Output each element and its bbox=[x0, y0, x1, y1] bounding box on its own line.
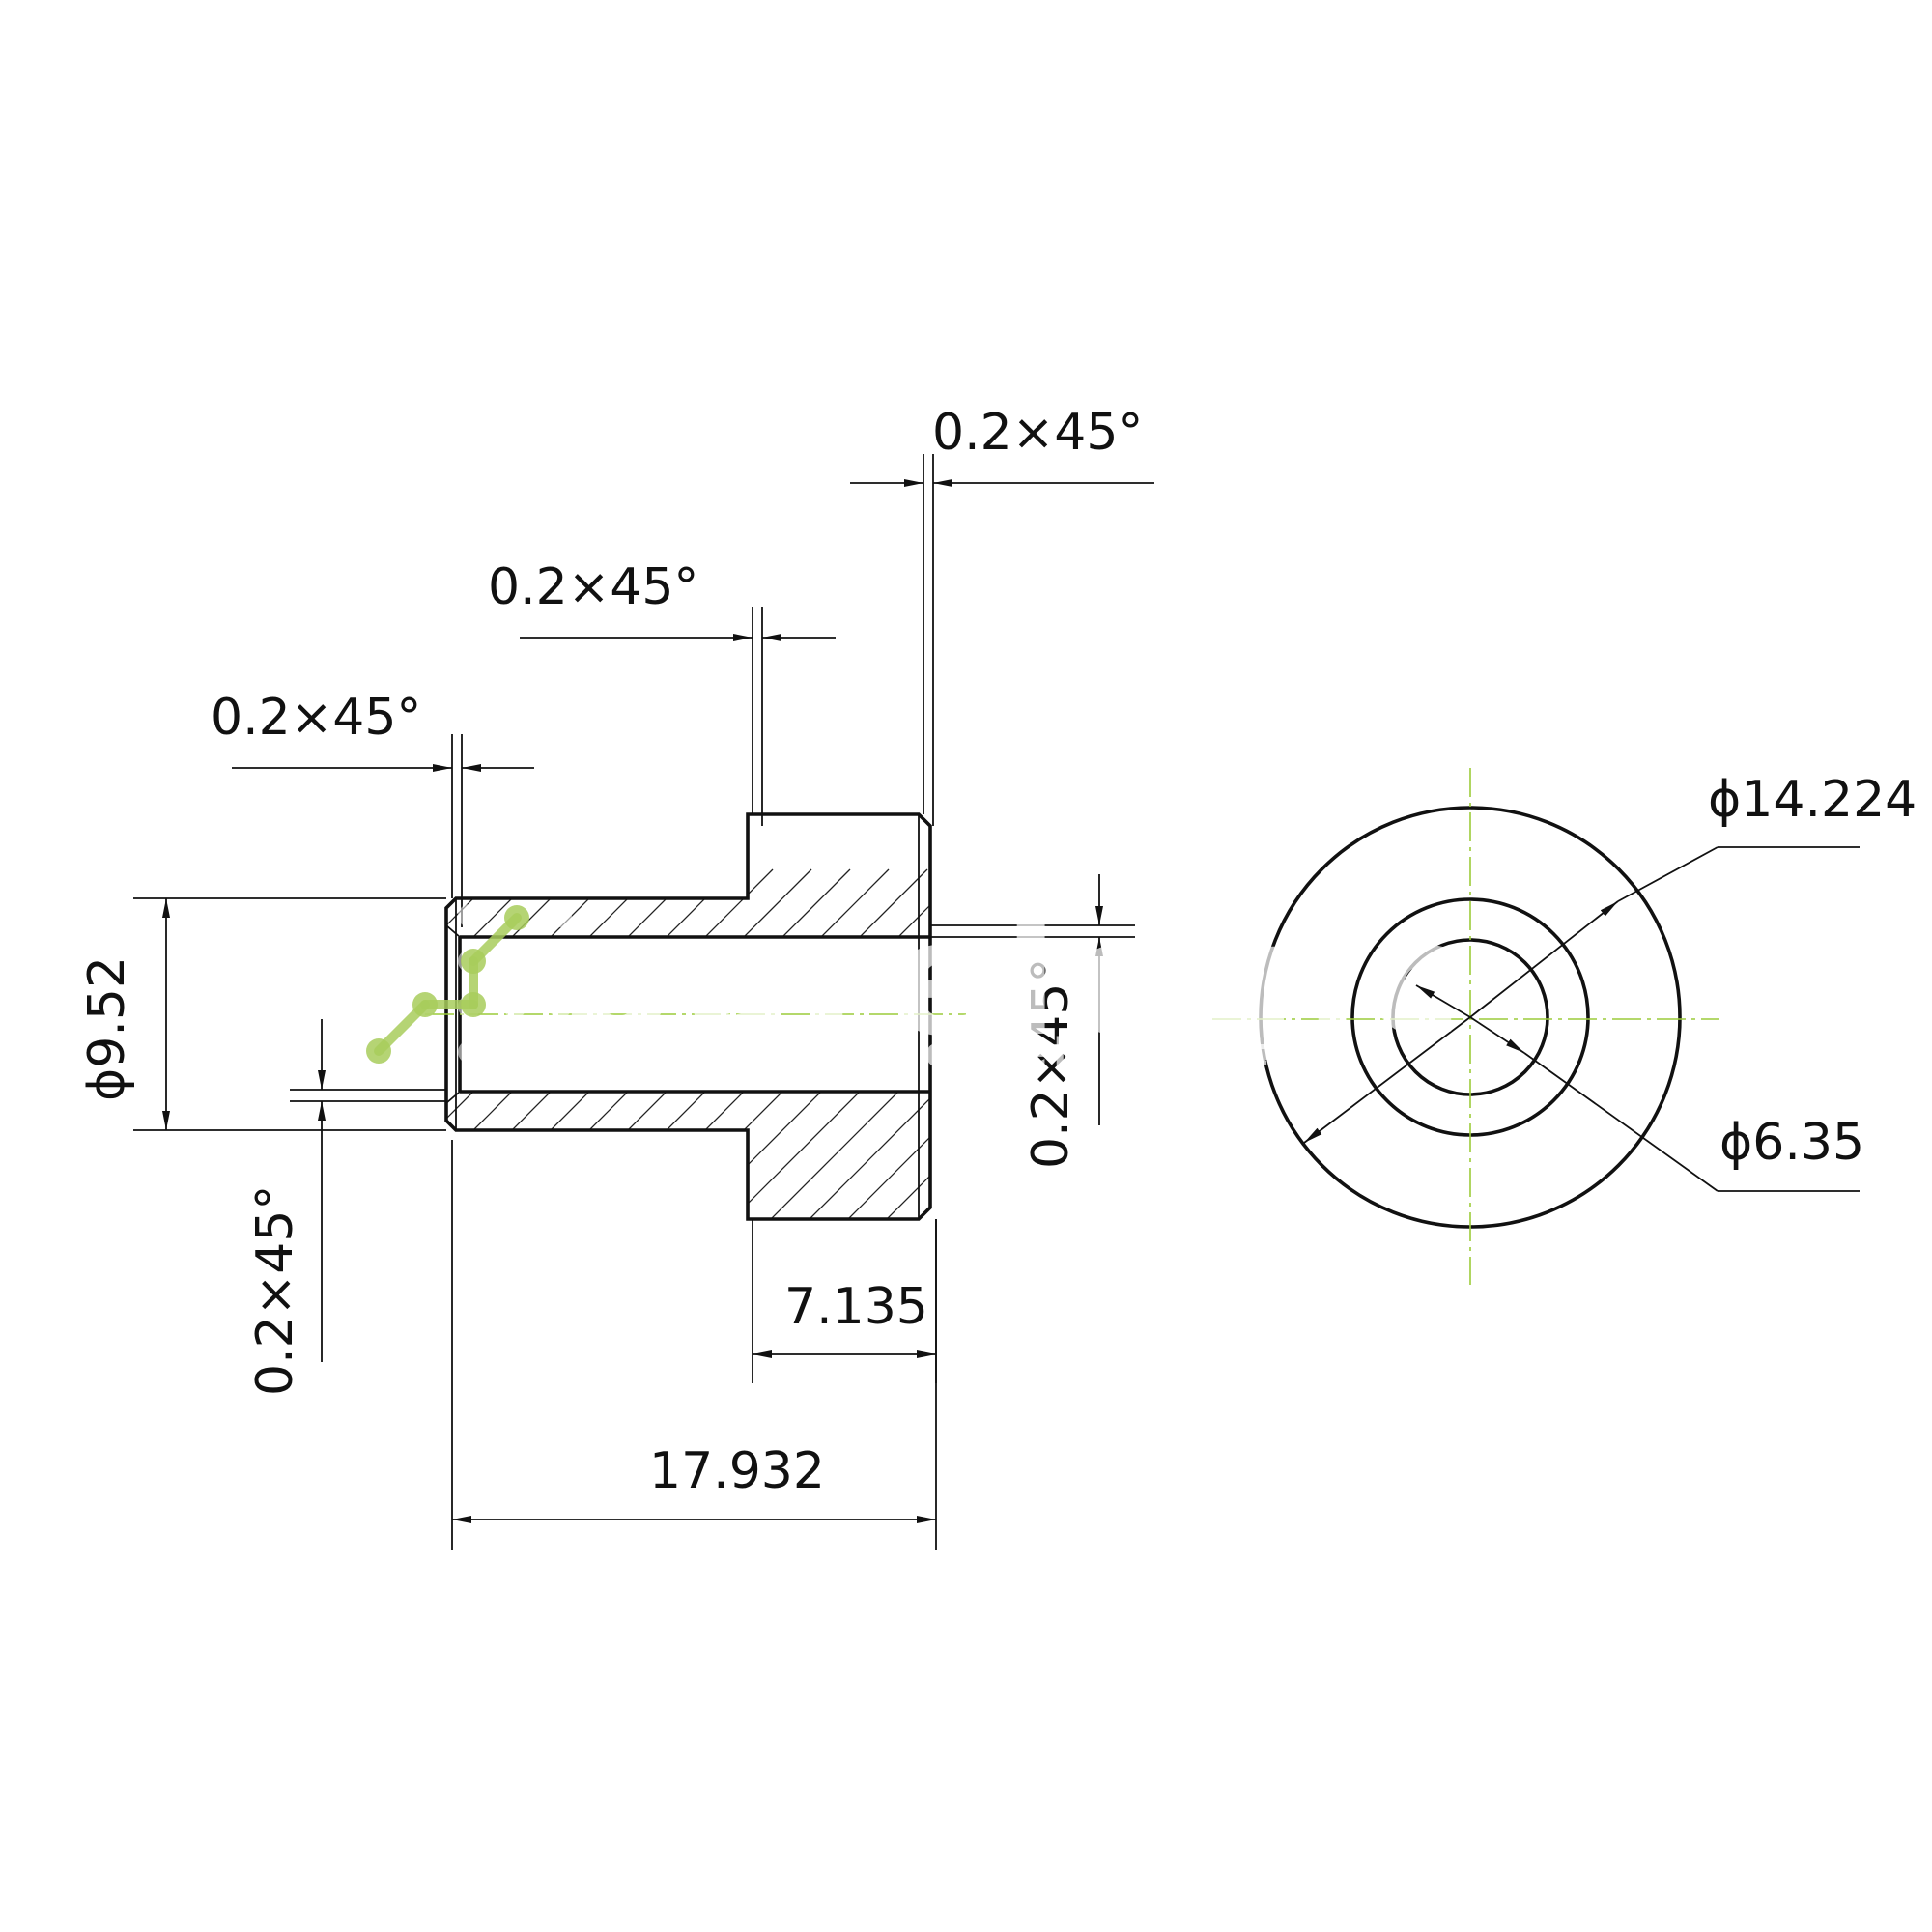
watermark-dot bbox=[367, 950, 390, 973]
hatch-line bbox=[772, 868, 930, 1219]
bore-chamfer-line bbox=[445, 924, 461, 938]
dim-chamfer-left-top: 0.2×45° bbox=[211, 689, 421, 747]
dim-chamfer-bore-vertical: 0.2×45° bbox=[1022, 958, 1080, 1169]
watermark-dot bbox=[503, 950, 526, 973]
watermark-dot bbox=[549, 995, 572, 1018]
watermark-tagline: research & development bbox=[611, 1031, 1274, 1075]
watermark-dot bbox=[412, 950, 436, 973]
hatch-line bbox=[446, 868, 542, 1219]
dim-total-length: 17.932 bbox=[649, 1442, 825, 1500]
dim-diameter-body: ϕ9.52 bbox=[78, 956, 136, 1101]
hatch-line bbox=[810, 868, 930, 1219]
watermark-dot bbox=[367, 995, 390, 1018]
end-view: ϕ14.224 ϕ6.35 bbox=[1212, 768, 1917, 1285]
watermark-dot bbox=[412, 1040, 436, 1064]
watermark-dot bbox=[503, 995, 526, 1018]
hatch-line bbox=[446, 868, 503, 1219]
watermark: purelogic research & development bbox=[366, 886, 1469, 1075]
watermark-dot bbox=[549, 1040, 572, 1064]
dim-diameter-outer: ϕ14.224 bbox=[1708, 771, 1917, 829]
watermark-logo-icon bbox=[366, 905, 529, 1064]
watermark-name: purelogic bbox=[558, 886, 1469, 1071]
dim-flange-length: 7.135 bbox=[784, 1278, 928, 1336]
watermark-dot bbox=[367, 904, 390, 927]
hatch-line bbox=[0, 869, 386, 1256]
watermark-dot bbox=[549, 904, 572, 927]
dim-chamfer-flange-outer: 0.2×45° bbox=[932, 404, 1143, 462]
dim-chamfer-left-vertical: 0.2×45° bbox=[246, 1185, 304, 1396]
watermark-dot bbox=[412, 904, 436, 927]
dim-chamfer-flange-inner: 0.2×45° bbox=[488, 558, 698, 616]
watermark-dot bbox=[549, 950, 572, 973]
watermark-dot bbox=[503, 1040, 526, 1064]
section-dimensions: 0.2×45° 0.2×45° 0.2×45° ϕ9.52 0.2×45° 0.… bbox=[78, 404, 1154, 1550]
watermark-dot bbox=[458, 904, 481, 927]
hatch-line bbox=[446, 868, 619, 1219]
bore-chamfer-line bbox=[445, 1091, 461, 1104]
dim-diameter-bore: ϕ6.35 bbox=[1719, 1114, 1864, 1172]
hatch-line bbox=[446, 868, 581, 1219]
watermark-dot bbox=[458, 1040, 481, 1064]
hatch-line bbox=[849, 868, 930, 1219]
